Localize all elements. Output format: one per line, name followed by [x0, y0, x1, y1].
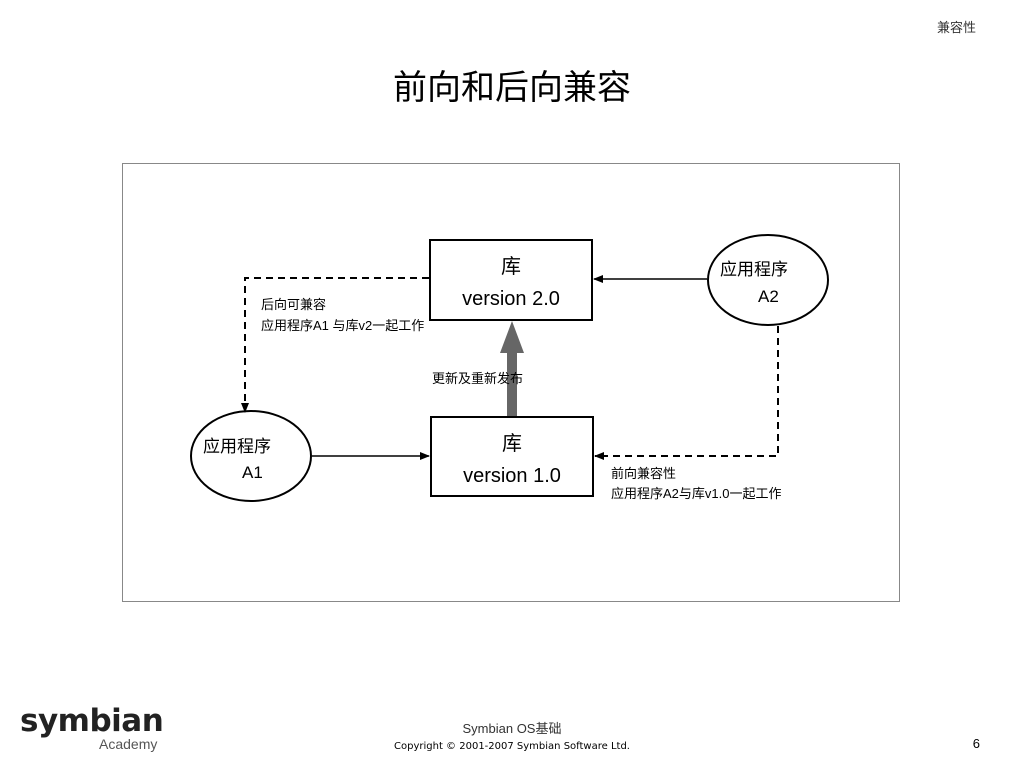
footer-copyright: Copyright © 2001-2007 Symbian Software L…: [394, 741, 630, 752]
page-number: 6: [972, 736, 980, 751]
library-v2-box: [429, 239, 593, 321]
logo-wordmark: symbian: [20, 703, 164, 739]
app-a1-ellipse: [190, 410, 312, 502]
library-v2-title: 库: [501, 255, 521, 278]
library-v1-version: version 1.0: [463, 465, 561, 487]
logo-subtitle: Academy: [99, 736, 158, 752]
section-label: 兼容性: [936, 20, 976, 35]
app-a1-label: 应用程序: [203, 437, 271, 456]
backward-note-title: 后向可兼容: [261, 297, 326, 312]
library-v2-version: version 2.0: [462, 288, 560, 310]
app-a1-id: A1: [242, 463, 263, 482]
forward-note-title: 前向兼容性: [611, 466, 676, 481]
update-note: 更新及重新发布: [432, 371, 523, 386]
library-v1-title: 库: [502, 432, 522, 455]
app-a2-id: A2: [758, 287, 779, 306]
backward-note-detail: 应用程序A1 与库v2一起工作: [261, 318, 424, 333]
update-arrow-head: [500, 321, 524, 353]
app-a2-label: 应用程序: [720, 260, 788, 279]
library-v1-box: [430, 416, 594, 497]
symbian-academy-logo: symbian Academy: [20, 703, 164, 752]
dashed-forward-compat-line: [594, 326, 779, 460]
forward-note-detail: 应用程序A2与库v1.0一起工作: [611, 486, 781, 501]
app-a2-ellipse: [707, 234, 829, 326]
slide-title: 前向和后向兼容: [393, 68, 631, 108]
diagram-frame: [122, 163, 900, 602]
footer-subtitle: Symbian OS基础: [462, 721, 562, 736]
dashed-backward-compat-line: [241, 277, 429, 413]
update-arrow-shaft: [507, 352, 517, 416]
